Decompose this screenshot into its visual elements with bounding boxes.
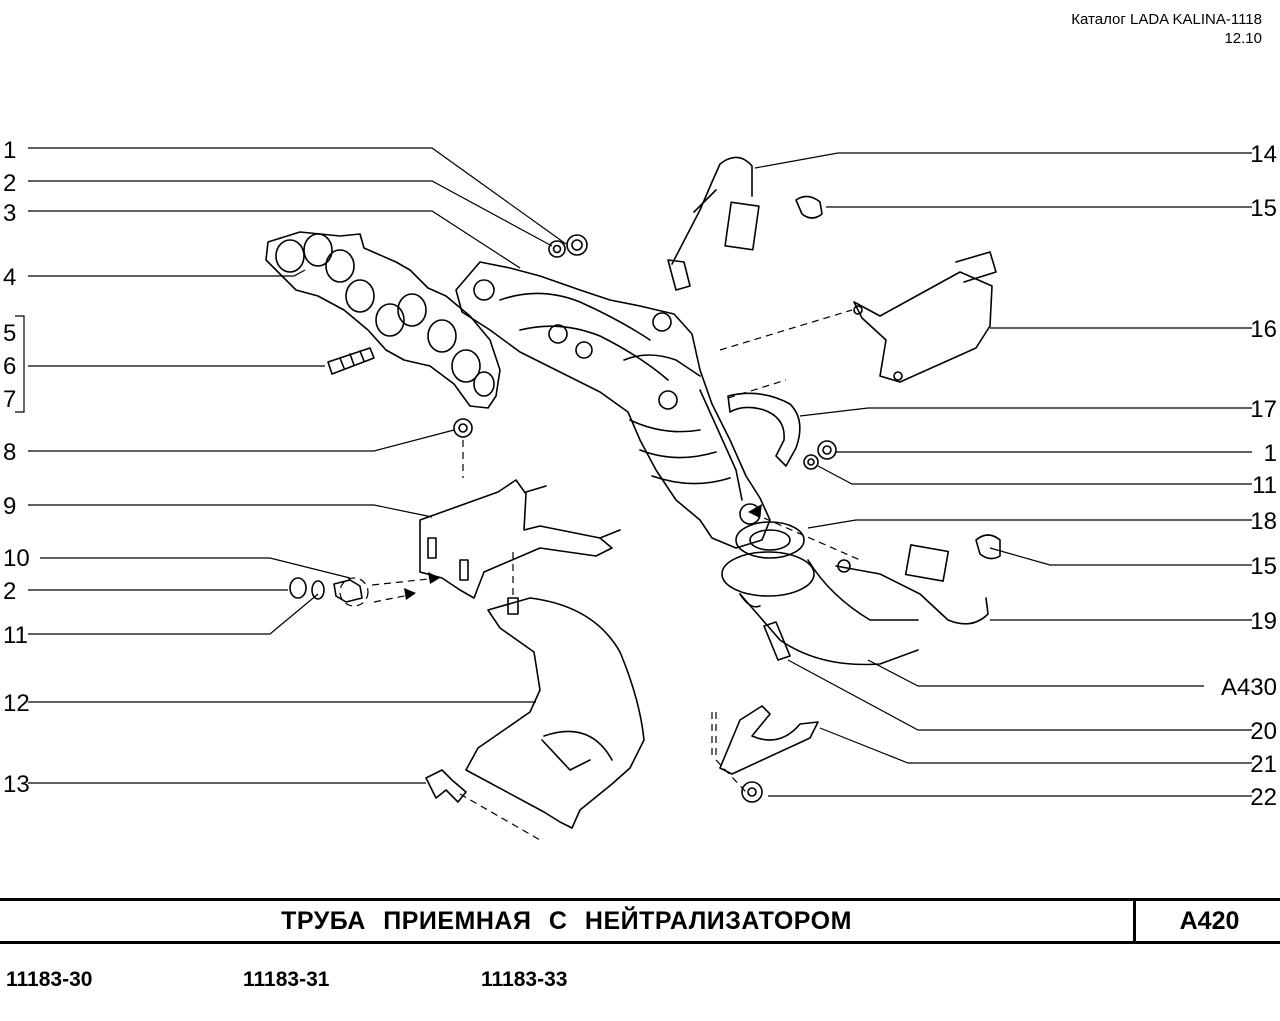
callout-label: 9 <box>3 493 16 520</box>
callout-label: 11 <box>1252 472 1277 499</box>
callout-label: 15 <box>1250 553 1277 580</box>
callout-label: 18 <box>1250 508 1277 535</box>
nut-part-1-right <box>817 440 837 460</box>
callout-label: 17 <box>1250 396 1277 423</box>
nut-part-22 <box>741 781 763 803</box>
callout-label: 16 <box>1250 316 1277 343</box>
callout-label: 20 <box>1250 718 1277 745</box>
callout-label: 12 <box>3 690 30 717</box>
oxygen-sensor-part-14 <box>667 156 760 291</box>
callout-label: 14 <box>1250 141 1277 168</box>
section-code: А420 <box>1133 901 1280 941</box>
callout-label: 1 <box>3 137 16 164</box>
title-frame: ТРУБА ПРИЕМНАЯ С НЕЙТРАЛИЗАТОРОМ А420 <box>0 898 1280 944</box>
catalog-date: 12.10 <box>1224 30 1262 47</box>
gasket-part-4 <box>265 231 501 409</box>
callout-label: 11 <box>3 622 28 649</box>
callouts-left: 1 2 3 4 5 6 7 8 9 10 2 11 12 13 <box>3 137 30 798</box>
stud-part-5-6-7 <box>327 347 375 375</box>
callout-label: 13 <box>3 771 30 798</box>
callouts-right: 14 15 16 17 1 11 18 15 19 А430 20 21 22 <box>1221 141 1277 811</box>
heat-shield-part-16 <box>853 251 997 383</box>
gasket-part-18 <box>735 521 805 559</box>
callout-label: 5 <box>3 320 16 347</box>
callout-label: 4 <box>3 264 16 291</box>
flange-part-21 <box>719 705 819 775</box>
callout-label: 2 <box>3 578 16 605</box>
clip-part-15-upper <box>795 195 823 219</box>
nut-part-1 <box>566 234 588 256</box>
page-title: ТРУБА ПРИЕМНАЯ С НЕЙТРАЛИЗАТОРОМ <box>281 907 852 935</box>
heat-shield-part-12 <box>465 597 645 829</box>
model-code: 11183-30 <box>6 968 93 991</box>
washer-part-2-left <box>289 577 307 599</box>
callout-label: 1 <box>1264 440 1277 467</box>
callout-label: 10 <box>3 545 30 572</box>
washer-part-2 <box>548 240 566 258</box>
stud-part-20 <box>763 621 791 661</box>
callout-label: 15 <box>1250 195 1277 222</box>
nut-part-8 <box>453 418 473 438</box>
callout-label: 8 <box>3 439 16 466</box>
washer-part-11-right <box>803 454 819 470</box>
callout-label: 2 <box>3 170 16 197</box>
stud-bracket <box>507 597 519 615</box>
model-code: 11183-31 <box>243 968 330 991</box>
bracket-part-17 <box>727 392 801 467</box>
model-code: 11183-33 <box>481 968 568 991</box>
exhaust-pipe-a430 <box>721 551 919 666</box>
callout-label: 6 <box>3 353 16 380</box>
callout-label: 22 <box>1250 784 1277 811</box>
bolt-part-10 <box>333 577 369 607</box>
washer-part-11-left <box>311 580 325 600</box>
bolt-part-13 <box>425 769 467 803</box>
clip-part-15-lower <box>975 534 1001 560</box>
leader-lines <box>15 147 1252 797</box>
assembly-lines <box>371 309 861 841</box>
callout-label: 21 <box>1250 751 1277 778</box>
bracket-part-9 <box>419 479 621 599</box>
catalog-header: Каталог LADA KALINA-1118 <box>1071 11 1262 28</box>
callout-label: А430 <box>1221 674 1277 701</box>
callout-label: 3 <box>3 200 16 227</box>
manifold-catalyst-part-3 <box>455 261 771 549</box>
exploded-parts-diagram: 1 2 3 4 5 6 7 8 9 10 2 11 12 13 14 15 16… <box>3 137 1277 841</box>
callout-label: 7 <box>3 386 16 413</box>
oxygen-sensor-part-19 <box>835 544 989 625</box>
callout-label: 19 <box>1250 608 1277 635</box>
